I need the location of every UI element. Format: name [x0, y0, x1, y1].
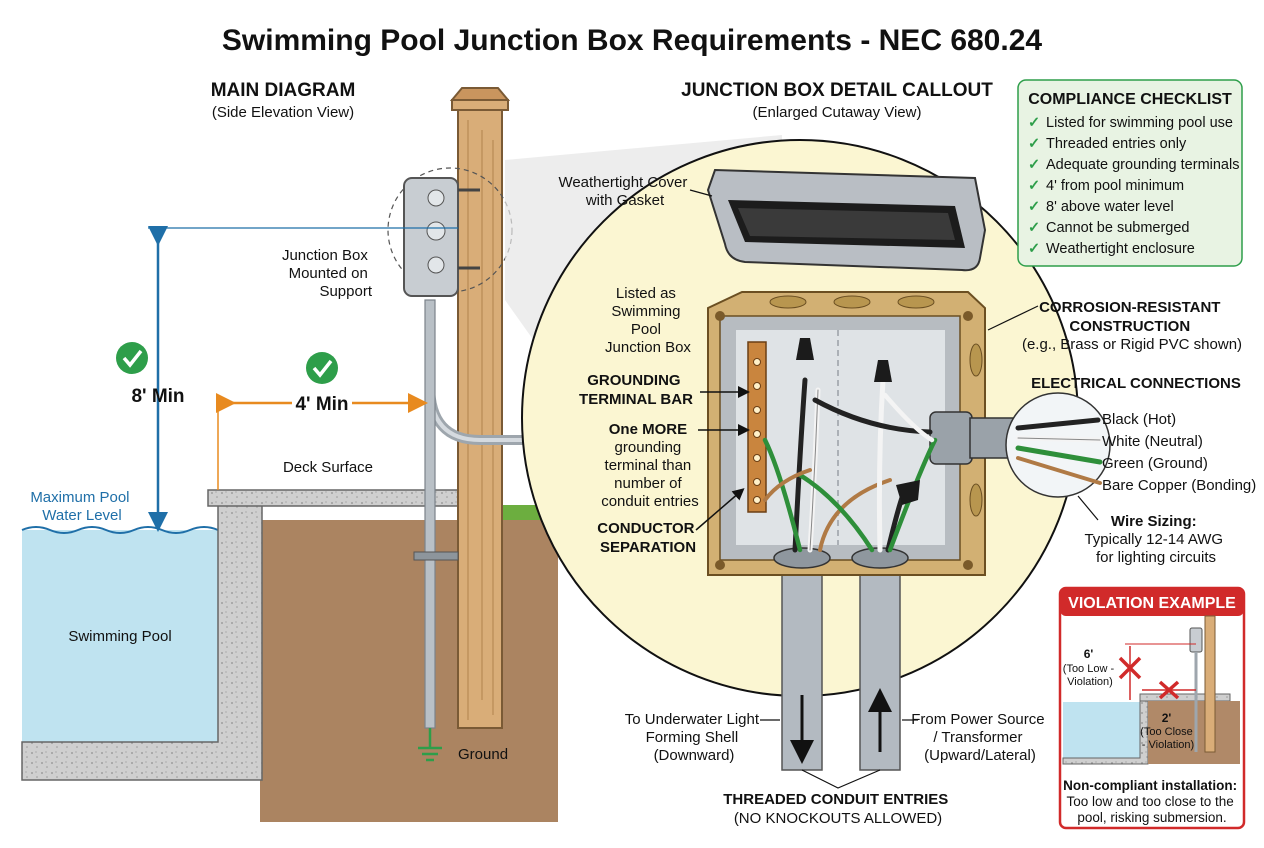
too-close-label: 2' (Too Close - Violation) — [1140, 711, 1196, 751]
wood-post — [457, 107, 503, 729]
height-dimension-label: 8' Min — [131, 386, 184, 407]
electrical-heading: ELECTRICAL CONNECTIONS — [1031, 375, 1241, 392]
violation-x-icon — [1118, 656, 1142, 680]
wire-legend: Black (Hot) White (Neutral) Green (Groun… — [1102, 411, 1256, 494]
svg-text:Cannot be submerged: Cannot be submerged — [1046, 220, 1190, 236]
wire-nut — [874, 360, 892, 382]
pool-water — [22, 530, 218, 742]
ground-label: Ground — [458, 746, 508, 763]
deck-slab — [207, 489, 501, 507]
violation-caption: Non-compliant installation: Too low and … — [1063, 778, 1241, 825]
check-icon: ✓ — [1028, 157, 1040, 173]
check-icon: ✓ — [1028, 136, 1040, 152]
compliance-checklist: COMPLIANCE CHECKLIST ✓ Listed for swimmi… — [1017, 79, 1243, 267]
check-icon: ✓ — [1028, 220, 1040, 236]
check-icon: ✓ — [1028, 115, 1040, 131]
threaded-entries-label: THREADED CONDUIT ENTRIES (NO KNOCKOUTS A… — [723, 791, 952, 827]
detail-callout: JUNCTION BOX DETAIL CALLOUT (Enlarged Cu… — [505, 80, 1256, 827]
checklist-item: ✓ Weathertight enclosure — [1028, 241, 1195, 257]
grounding-more-label: One MORE grounding terminal than number … — [601, 421, 699, 510]
detail-subheading: (Enlarged Cutaway View) — [753, 104, 922, 121]
violation-pool — [1063, 702, 1140, 758]
svg-text:Threaded entries only: Threaded entries only — [1046, 136, 1187, 152]
soil — [260, 520, 558, 822]
page-title: Swimming Pool Junction Box Requirements … — [222, 24, 1042, 57]
violation-x-icon — [1158, 680, 1180, 700]
checklist-item: ✓ Listed for swimming pool use — [1028, 115, 1233, 131]
violation-example: VIOLATION EXAMPLE 6' (Too Low - Violatio… — [1058, 586, 1246, 830]
height-check-icon — [116, 342, 148, 374]
svg-text:8' above water level: 8' above water level — [1046, 199, 1174, 215]
svg-text:Weathertight enclosure: Weathertight enclosure — [1046, 241, 1195, 257]
from-power-label: From Power Source / Transformer (Upward/… — [911, 711, 1049, 764]
violation-post — [1204, 615, 1216, 753]
weathertight-cover — [706, 168, 987, 272]
wire-nut — [796, 338, 814, 360]
wire-green-label: Green (Ground) — [1102, 455, 1208, 472]
water-level-label: Maximum Pool Water Level — [30, 489, 133, 524]
checklist-item: ✓ 4' from pool minimum — [1028, 178, 1184, 194]
post-cap — [449, 87, 511, 101]
checklist-item: ✓ Cannot be submerged — [1028, 220, 1190, 236]
conduit-vertical — [424, 299, 436, 729]
pool-label: Swimming Pool — [68, 628, 171, 645]
separation-label: CONDUCTOR SEPARATION — [597, 520, 698, 556]
too-low-label: 6' (Too Low - Violation) — [1063, 647, 1117, 688]
distance-check-icon — [306, 352, 338, 384]
wire-nut — [896, 480, 920, 505]
check-icon: ✓ — [1028, 241, 1040, 257]
main-diagram: MAIN DIAGRAM (Side Elevation View) — [21, 80, 558, 822]
distance-dimension-label: 4' Min — [295, 394, 348, 415]
violation-heading: VIOLATION EXAMPLE — [1068, 595, 1236, 612]
detail-heading: JUNCTION BOX DETAIL CALLOUT — [681, 80, 993, 101]
to-light-label: To Underwater Light Forming Shell (Downw… — [625, 711, 763, 764]
ground-symbol — [418, 728, 442, 762]
listed-label: Listed as Swimming Pool Junction Box — [605, 285, 691, 356]
grounding-bar — [747, 341, 767, 513]
svg-text:4' from pool minimum: 4' from pool minimum — [1046, 178, 1184, 194]
cover-label: Weathertight Cover with Gasket — [558, 174, 691, 209]
svg-text:Adequate grounding terminals: Adequate grounding terminals — [1046, 157, 1239, 173]
deck-label: Deck Surface — [283, 459, 373, 476]
grounding-bar-label: GROUNDING TERMINAL BAR — [579, 372, 693, 408]
corrosion-label: CORROSION-RESISTANT CONSTRUCTION (e.g., … — [1022, 299, 1242, 353]
wire-copper-label: Bare Copper (Bonding) — [1102, 477, 1256, 494]
check-icon: ✓ — [1028, 178, 1040, 194]
box-wiring — [762, 377, 938, 553]
wire-white-label: White (Neutral) — [1102, 433, 1203, 450]
main-diagram-heading: MAIN DIAGRAM — [211, 80, 356, 101]
main-diagram-subheading: (Side Elevation View) — [212, 104, 354, 121]
violation-box — [1189, 627, 1203, 653]
check-icon: ✓ — [1028, 199, 1040, 215]
wire-black-label: Black (Hot) — [1102, 411, 1176, 428]
junction-box-label: Junction Box Mounted on Support — [282, 247, 373, 300]
magnified-wires — [1015, 417, 1103, 485]
checklist-item: ✓ 8' above water level — [1028, 199, 1174, 215]
wire-sizing-label: Wire Sizing: Typically 12-14 AWG for lig… — [1084, 513, 1227, 566]
checklist-heading: COMPLIANCE CHECKLIST — [1028, 91, 1232, 108]
brass-junction-box — [707, 291, 986, 576]
checklist-item: ✓ Adequate grounding terminals — [1028, 157, 1239, 173]
svg-text:Listed for swimming pool use: Listed for swimming pool use — [1046, 115, 1233, 131]
checklist-item: ✓ Threaded entries only — [1028, 136, 1187, 152]
